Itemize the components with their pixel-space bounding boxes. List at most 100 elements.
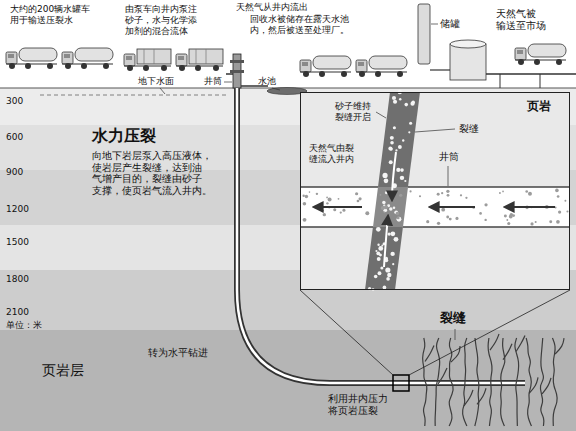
flow-arrow xyxy=(430,206,475,208)
sand-grain xyxy=(394,237,399,242)
well-bore xyxy=(237,88,525,383)
sand-grain xyxy=(302,195,304,197)
sand-grain xyxy=(419,195,421,197)
sand-grain xyxy=(390,136,394,140)
section-title: 水力压裂 xyxy=(92,126,159,146)
sand-grain xyxy=(384,205,388,209)
sand-grain xyxy=(384,178,389,183)
part-name: 井筒 xyxy=(439,151,462,163)
sand-grain xyxy=(506,219,508,221)
pipeline-support xyxy=(540,74,541,88)
inset-panel: 页岩砂子维持 裂缝开启裂缝天然气由裂 缝流入井内井筒 xyxy=(300,92,570,290)
fracture-stroke xyxy=(488,338,492,426)
leader-line xyxy=(415,129,455,132)
sand-grain xyxy=(558,210,561,213)
fracture-stroke xyxy=(490,334,499,350)
depth-number: 1200 xyxy=(6,204,32,215)
sand-grain xyxy=(390,231,395,236)
process-note: 天然气由裂 缝流入井内 xyxy=(309,143,357,165)
fracture-stroke xyxy=(555,338,564,354)
detail-leader xyxy=(409,290,570,375)
part-name: 地下水面 xyxy=(138,76,177,87)
sand-grain xyxy=(342,209,345,212)
description: 向地下岩层泵入高压液体， 使岩层产生裂缝，达到油 气增产目的，裂缝由砂子 支撑，… xyxy=(92,150,215,196)
sand-grain xyxy=(525,190,528,193)
sand-grain xyxy=(365,211,369,215)
gas-arrow xyxy=(384,216,388,267)
gas-arrow xyxy=(392,152,396,200)
sand-grain xyxy=(382,173,387,178)
sand-grain xyxy=(385,267,390,272)
process-note: 转为水平钻进 xyxy=(148,347,211,359)
fracture-stroke xyxy=(463,338,467,426)
sand-grain xyxy=(398,145,402,149)
process-note: 天然气被 输送至市场 xyxy=(496,8,549,32)
sand-grain xyxy=(397,216,400,219)
unit-note: 单位：米 xyxy=(6,320,45,331)
well-casing xyxy=(237,88,525,383)
fracture-stroke xyxy=(464,390,473,406)
sand-grain xyxy=(384,211,386,213)
sand-grain xyxy=(404,103,408,107)
sand-grain xyxy=(359,197,362,200)
pipeline-support xyxy=(500,74,501,88)
sand-grain xyxy=(465,197,467,199)
sand-grain xyxy=(326,202,328,204)
leader-line xyxy=(448,166,449,186)
sand-grain xyxy=(510,213,513,216)
sand-grain xyxy=(528,192,532,196)
fracture-stroke xyxy=(438,368,447,384)
sand-grain xyxy=(499,192,501,194)
fracture-stroke xyxy=(529,377,538,393)
sand-grain xyxy=(449,218,452,221)
pipe-wall xyxy=(300,226,373,228)
sand-grain xyxy=(378,246,383,251)
sand-grain xyxy=(393,100,397,104)
process-note: 回收水被储存在露天水池 内，然后被送至处理厂。 xyxy=(250,14,352,36)
sand-grain xyxy=(437,222,440,225)
sand-grain xyxy=(389,160,393,164)
sand-grain xyxy=(382,201,385,204)
sand-grain xyxy=(316,193,318,195)
flow-arrow xyxy=(314,206,362,208)
sand-grain xyxy=(305,195,308,198)
region-name: 页岩 xyxy=(527,99,554,114)
sand-grain xyxy=(326,197,328,199)
pipe-wall xyxy=(300,186,378,188)
sand-grain xyxy=(377,244,379,246)
fracture-stroke xyxy=(423,338,427,426)
fracture-opening xyxy=(373,187,408,227)
sand-grain xyxy=(555,189,559,193)
sand-grain xyxy=(411,100,415,104)
sand-grain xyxy=(399,194,402,197)
sand-grain xyxy=(322,210,324,212)
process-note: 利用井内压力 将页岩压裂 xyxy=(328,393,391,416)
sand-grain xyxy=(409,190,411,192)
sand-grain xyxy=(388,147,392,151)
water-truck xyxy=(6,48,57,69)
leader-line xyxy=(376,112,386,118)
sand-grain xyxy=(393,206,396,209)
shale-ground xyxy=(300,92,570,290)
sand-grain xyxy=(381,244,383,246)
sand-grain xyxy=(386,277,390,281)
sand-grain xyxy=(408,131,410,133)
sand-grain xyxy=(380,266,383,269)
water-truck xyxy=(300,56,351,77)
flow-note: 天然气从井内流出 xyxy=(236,2,311,13)
fracture-stroke xyxy=(477,388,486,404)
leader-line xyxy=(272,88,280,90)
sand-grain xyxy=(484,203,487,206)
sand-grain xyxy=(409,122,412,125)
sand-grain xyxy=(479,212,482,215)
sand-grain xyxy=(375,250,377,252)
storage-tank xyxy=(450,44,486,80)
part-name: 裂缝 xyxy=(440,310,469,326)
sand-grain xyxy=(566,211,568,213)
depth-number: 2100 xyxy=(6,307,32,318)
fracture-stroke xyxy=(503,344,512,360)
wellhead-valve xyxy=(230,60,244,63)
water-truck xyxy=(356,56,407,77)
